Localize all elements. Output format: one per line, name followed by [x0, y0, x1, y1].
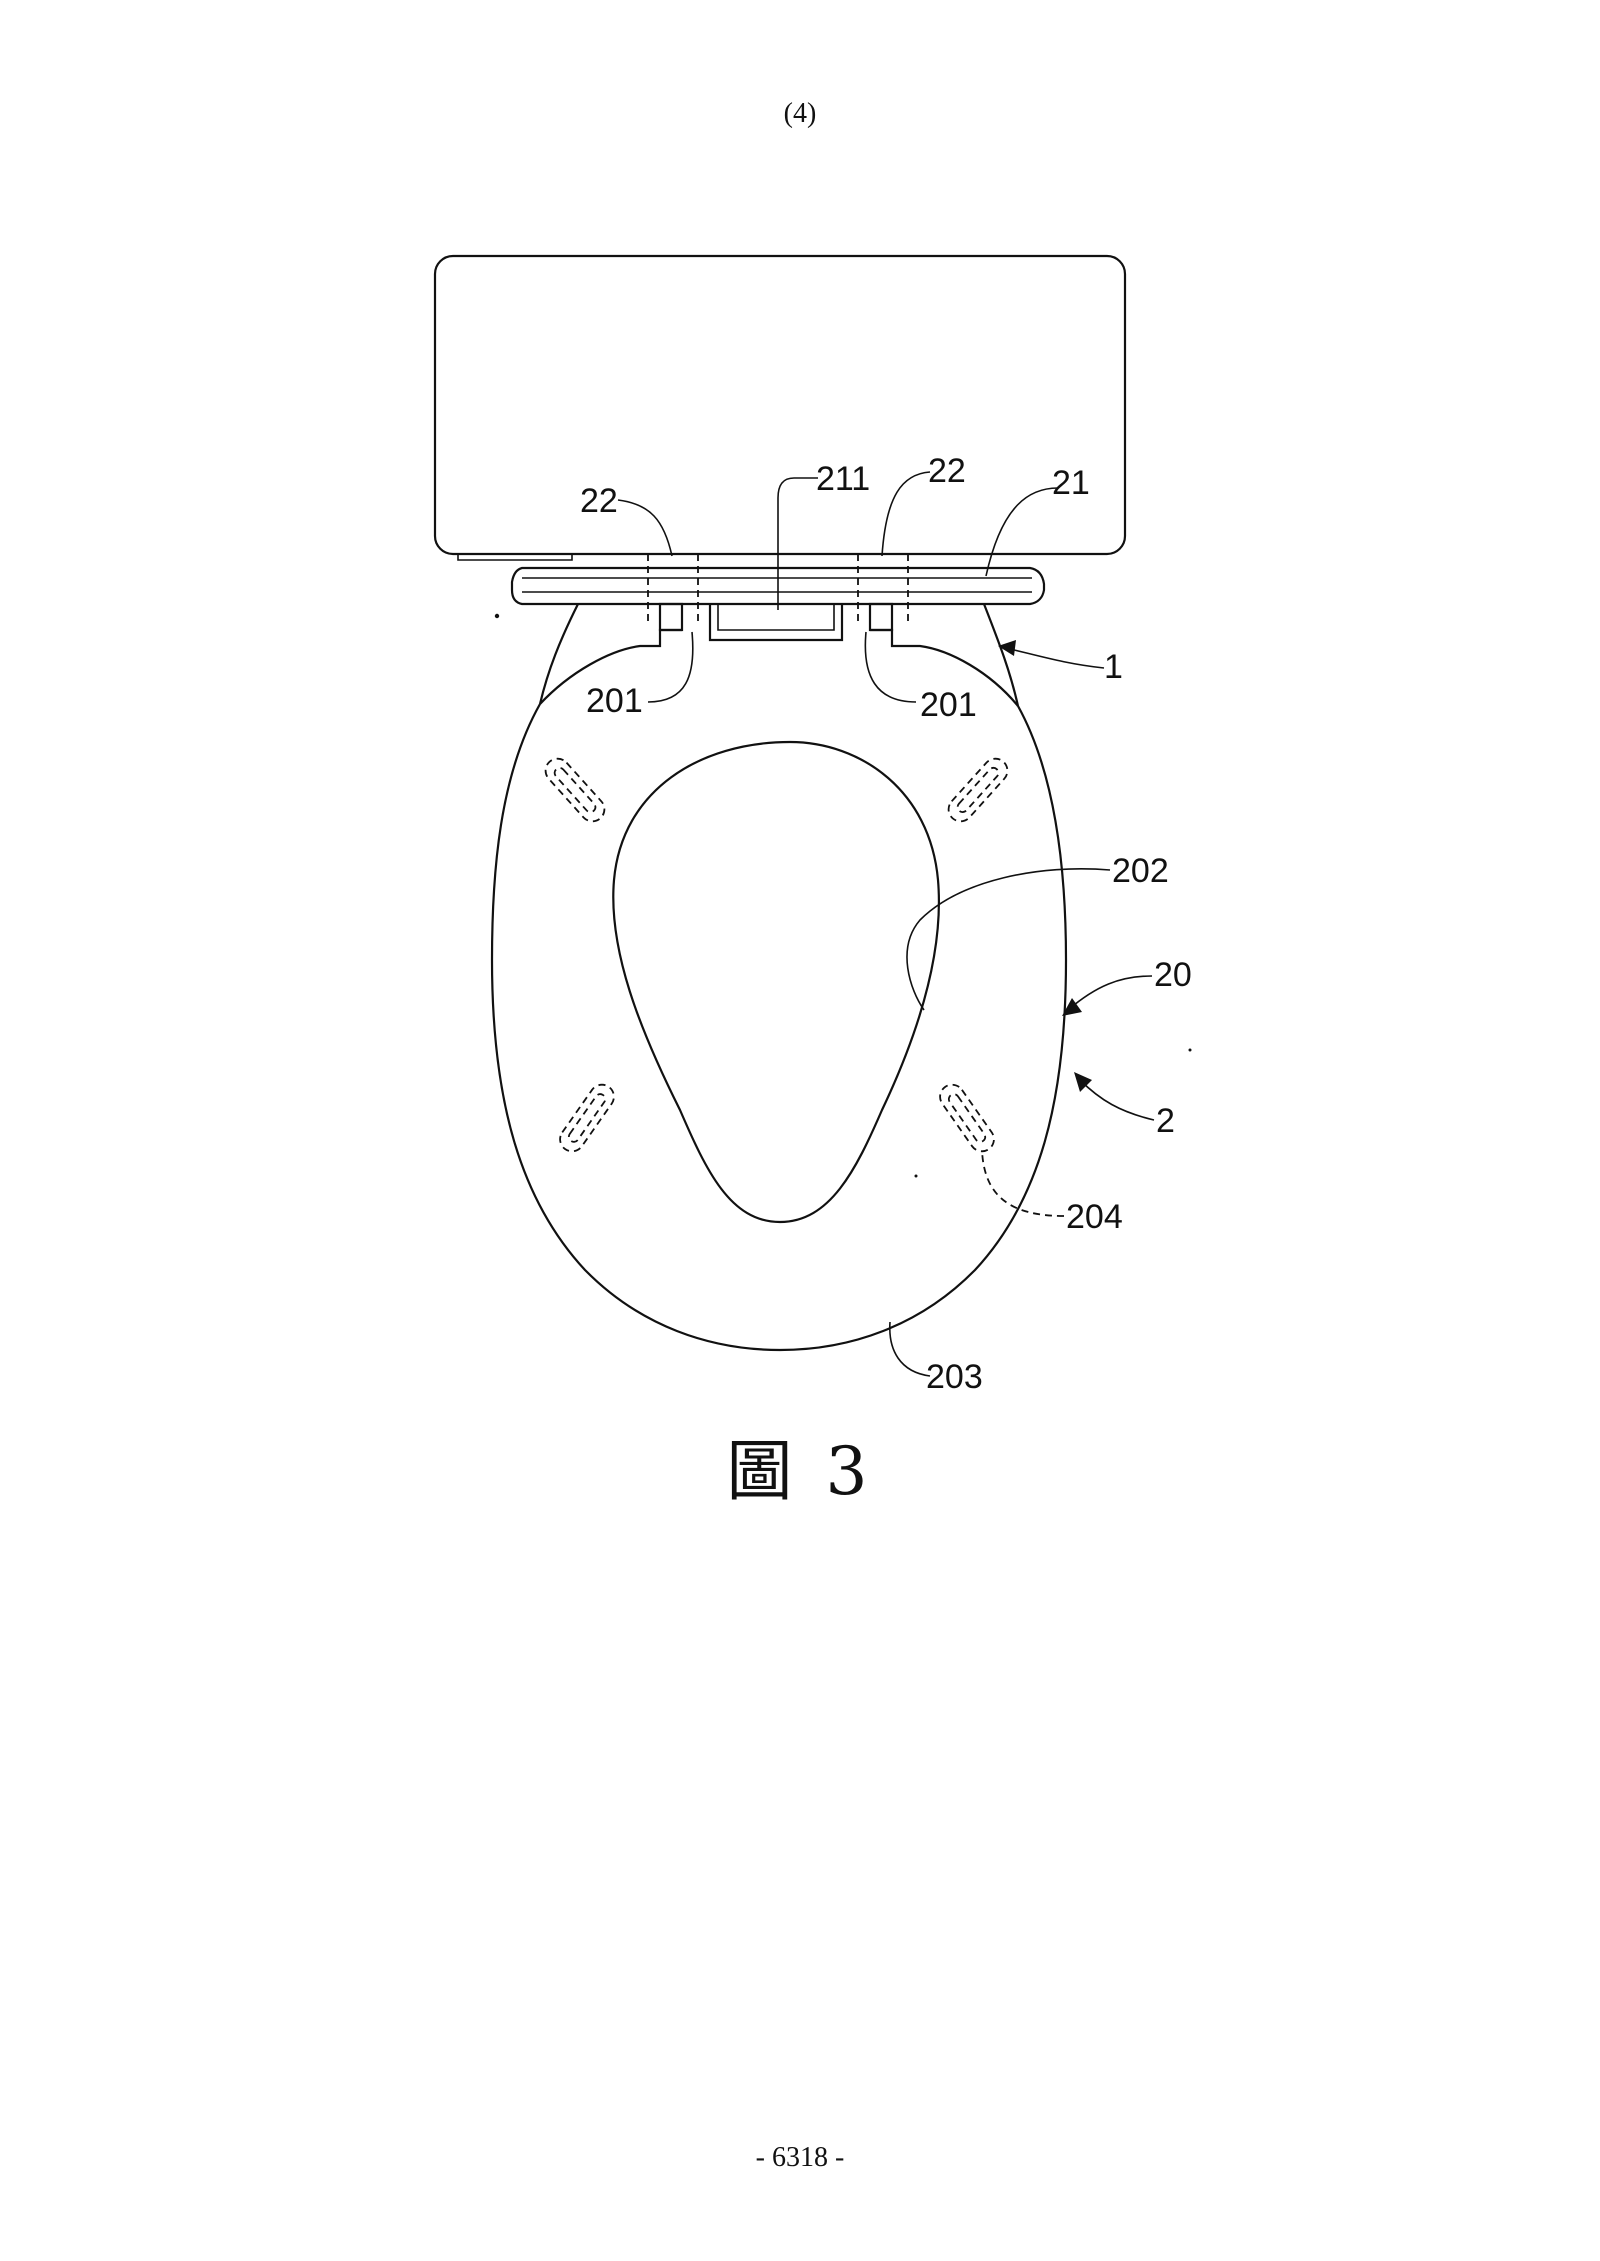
ref-201-left: 201 — [586, 682, 643, 720]
leader-20-arrow — [1062, 998, 1082, 1016]
speck — [494, 613, 500, 619]
pin-201-right — [868, 602, 894, 632]
ref-1: 1 — [1104, 648, 1123, 686]
leader-20 — [1067, 975, 1153, 1011]
bumper-bottom-right — [939, 1083, 995, 1153]
ref-204: 204 — [1066, 1198, 1123, 1236]
ref-22-right: 22 — [928, 452, 966, 490]
seat-top-right — [870, 628, 1019, 707]
seat-top-left — [539, 628, 682, 705]
ref-201-right: 201 — [920, 686, 977, 724]
bowl-left-edge — [538, 603, 579, 705]
seat-inner-opening — [612, 740, 940, 1224]
ref-2: 2 — [1156, 1102, 1175, 1140]
central-hinge-block-inner — [717, 604, 835, 631]
leader-21 — [985, 487, 1059, 577]
ref-22-left: 22 — [580, 482, 618, 520]
leader-201-left — [647, 631, 694, 703]
leader-203 — [889, 1321, 931, 1377]
hinge-plate — [510, 566, 1046, 606]
leader-204 — [981, 1149, 1065, 1217]
bowl-right-edge — [982, 603, 1020, 707]
leader-202 — [906, 867, 1111, 1011]
leader-22-right — [881, 471, 931, 557]
tank-outline — [433, 254, 1127, 556]
speck — [1188, 1048, 1192, 1052]
speck — [914, 1174, 918, 1178]
ref-202: 202 — [1112, 852, 1169, 890]
pin-201-left — [658, 602, 684, 632]
leader-211 — [777, 477, 818, 610]
seat-outer-outline — [490, 703, 1068, 1352]
ref-211: 211 — [816, 460, 870, 498]
leader-1 — [1005, 647, 1105, 669]
leader-2-arrow — [1074, 1072, 1092, 1092]
tank-bottom-lip — [457, 554, 573, 561]
central-hinge-block — [708, 604, 844, 642]
page-footer: - 6318 - — [755, 2142, 845, 2173]
ref-20: 20 — [1154, 956, 1192, 994]
bumper-top-left — [544, 757, 606, 823]
bumper-top-right — [947, 757, 1009, 823]
leader-2 — [1079, 1079, 1155, 1121]
leader-201-right — [864, 631, 917, 703]
figure-caption: 圖 3 — [726, 1433, 874, 1510]
bumper-bottom-left — [559, 1083, 615, 1153]
leader-1-arrow — [998, 640, 1016, 656]
ref-21: 21 — [1052, 464, 1090, 502]
ref-203: 203 — [926, 1358, 983, 1396]
page-header: (4) — [783, 98, 817, 129]
leader-22-left — [617, 499, 673, 557]
